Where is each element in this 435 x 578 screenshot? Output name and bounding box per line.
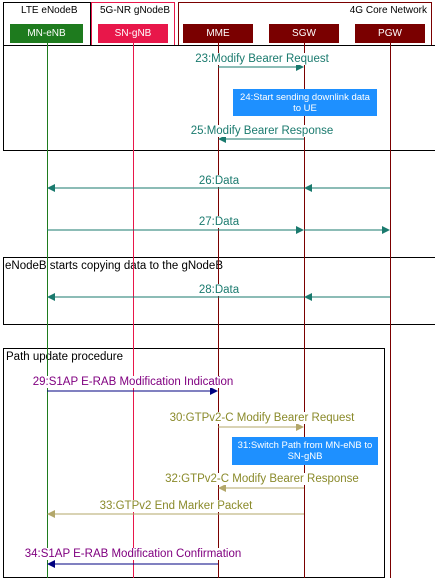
msg-33-label: 33:GTPv2 End Marker Packet <box>98 500 254 512</box>
node-sn-gnb[interactable]: SN-gNB <box>98 24 168 43</box>
node-pgw[interactable]: PGW <box>355 24 425 43</box>
section-copy-data: eNodeB starts copying data to the gNodeB <box>3 257 435 325</box>
msg-27-label: 27:Data <box>197 216 241 228</box>
note-24: 24:Start sending downlink data to UE <box>233 89 377 116</box>
section-modify-bearer <box>3 45 435 151</box>
msg-23-label: 23:Modify Bearer Request <box>194 53 330 65</box>
core-network-group-title: 4G Core Network <box>349 5 427 16</box>
nr-gnodeb-group-title: 5G-NR gNodeB <box>100 5 171 16</box>
lifeline-mn-enb <box>47 43 48 578</box>
msg-25-label: 25:Modify Bearer Response <box>189 125 335 137</box>
lifeline-pgw <box>390 43 391 578</box>
lte-enodeb-group-title: LTE eNodeB <box>21 5 78 16</box>
msg-30-label: 30:GTPv2-C Modify Bearer Request <box>168 412 356 424</box>
msg-26-label: 26:Data <box>197 175 241 187</box>
section-path-update-title: Path update procedure <box>6 351 124 363</box>
lifeline-sgw <box>304 43 305 578</box>
msg-28-label: 28:Data <box>197 284 241 296</box>
node-mme[interactable]: MME <box>183 24 253 43</box>
msg-32-label: 32:GTPv2-C Modify Bearer Response <box>164 473 360 485</box>
section-copy-data-title: eNodeB starts copying data to the gNodeB <box>5 260 224 272</box>
note-31: 31:Switch Path from MN-eNB to SN-gNB <box>232 437 378 465</box>
lifeline-sn-gnb <box>133 43 134 578</box>
node-mn-enb[interactable]: MN-eNB <box>10 24 83 43</box>
node-sgw[interactable]: SGW <box>269 24 339 43</box>
msg-29-label: 29:S1AP E-RAB Modification Indication <box>31 376 235 388</box>
msg-34-label: 34:S1AP E-RAB Modification Confirmation <box>23 548 243 560</box>
lifeline-mme <box>218 43 219 578</box>
